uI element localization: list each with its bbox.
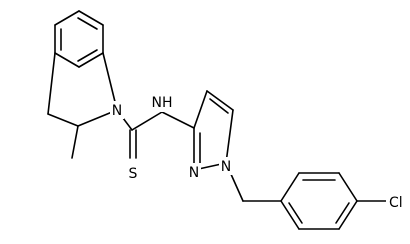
pyrrolidine-ring [47, 52, 118, 127]
chlorine-label: Cl [389, 195, 403, 211]
atom-nh: NH [150, 94, 174, 112]
benzene-ring-indoline [54, 10, 104, 68]
atom-n-pyrazole-1: N [219, 157, 233, 175]
amine-pyrazole-bond [161, 111, 195, 129]
atom-n-indoline: N [110, 101, 124, 119]
n-indoline-label: N [112, 103, 122, 119]
n-pyrazole-2-label: N [189, 165, 199, 181]
chlorophenyl-ring [280, 172, 358, 230]
sulfur-label: S [129, 166, 138, 182]
methyl-bond [71, 125, 79, 159]
atom-n-pyrazole-2: N [187, 163, 201, 181]
n-pyrazole-1-label: N [221, 159, 231, 175]
atom-sulfur: S [127, 162, 139, 182]
atom-chlorine: Cl [386, 192, 408, 211]
nh-label: NH [152, 95, 173, 111]
